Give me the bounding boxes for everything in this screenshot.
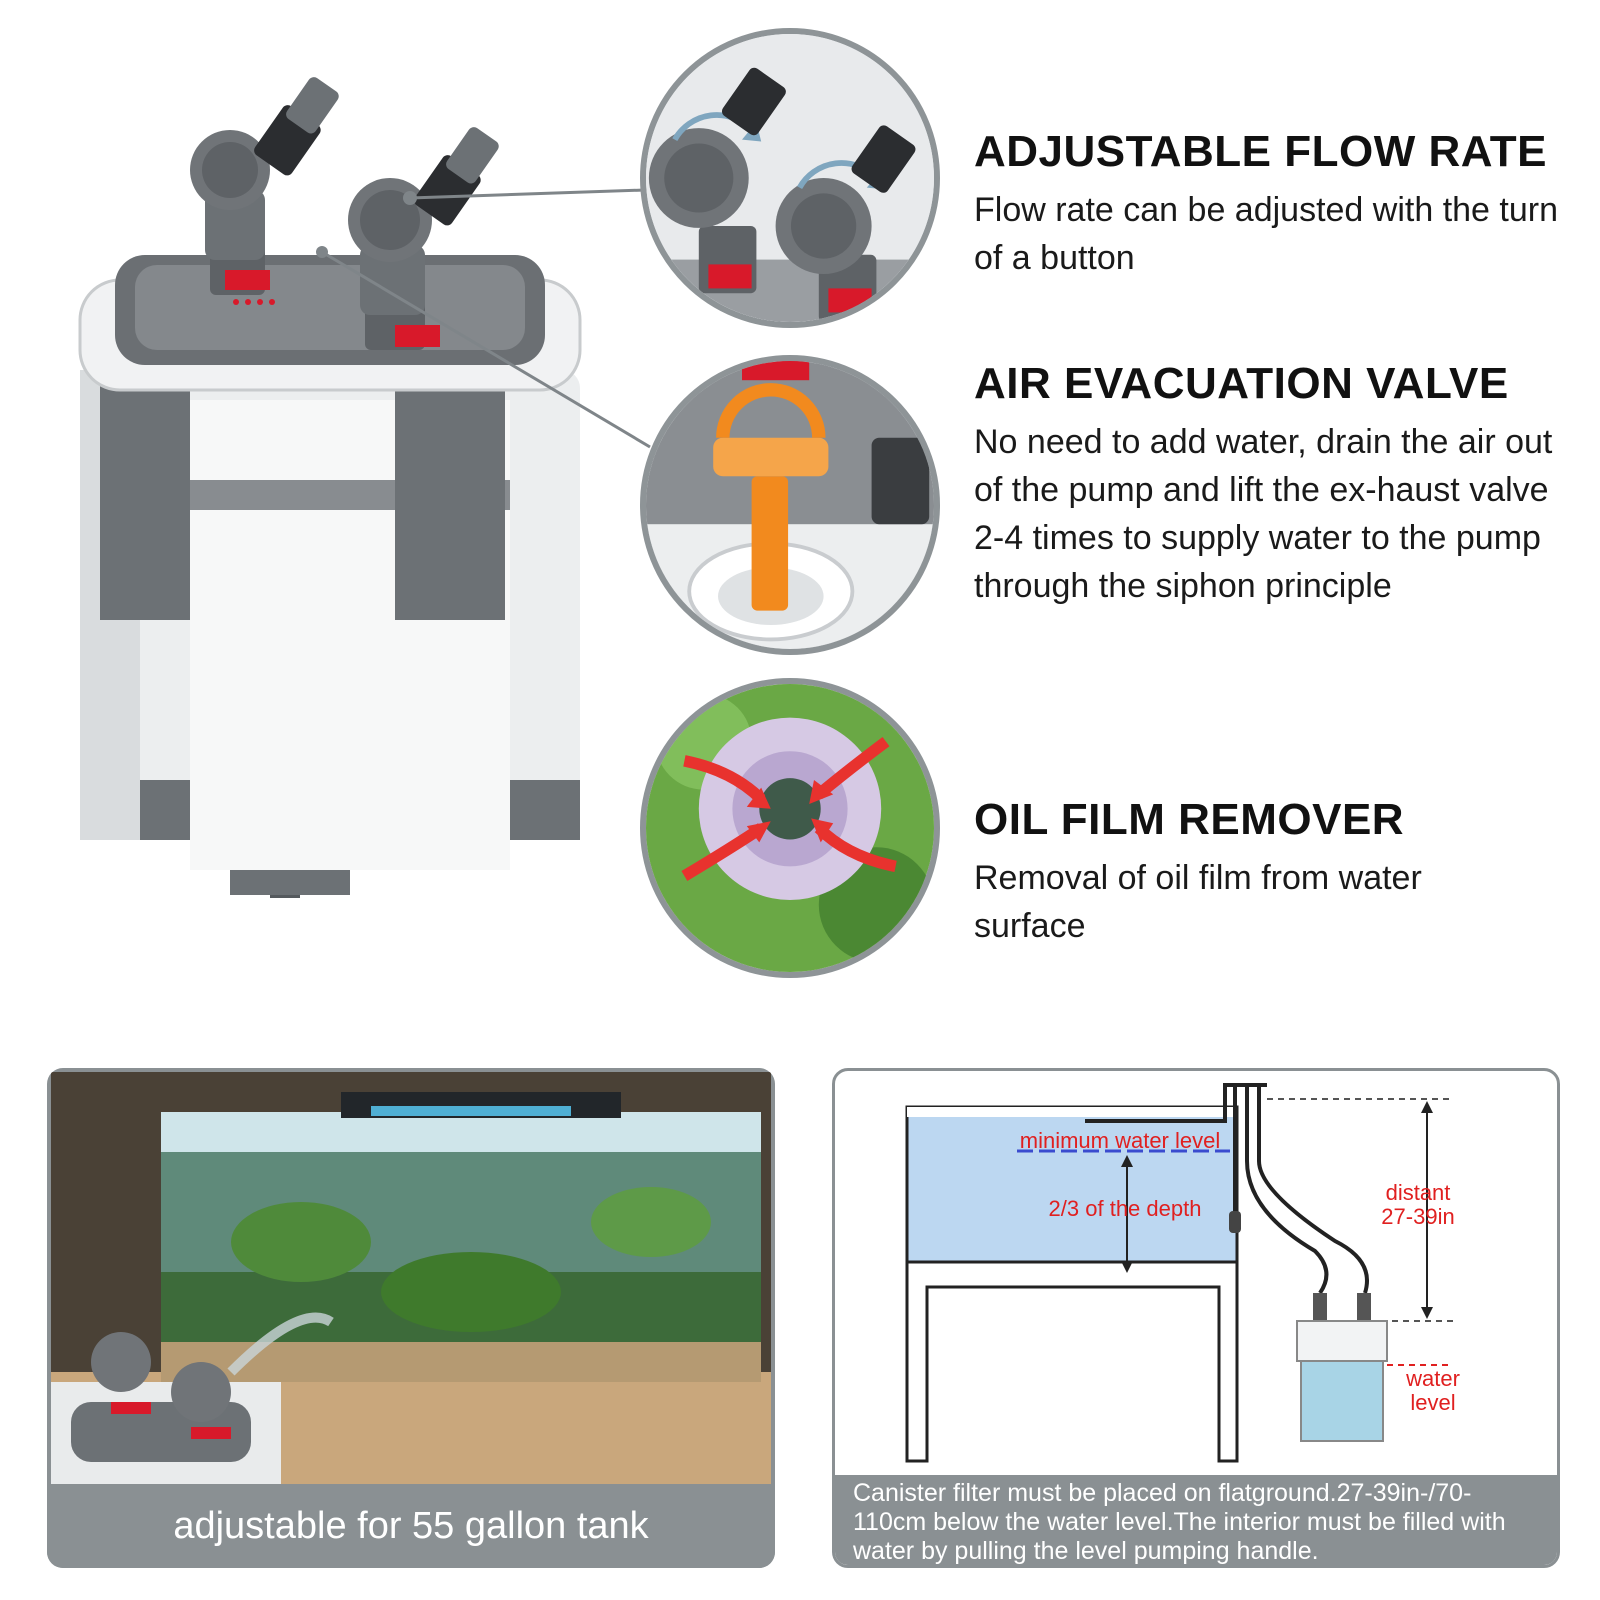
air-valve-closeup bbox=[640, 355, 940, 655]
min-water-label: minimum water level bbox=[1019, 1128, 1221, 1153]
feature-title: AIR EVACUATION VALVE bbox=[974, 359, 1509, 408]
diagram-caption: Canister filter must be placed on flatgr… bbox=[835, 1475, 1557, 1565]
tank-photo-panel: adjustable for 55 gallon tank bbox=[47, 1068, 775, 1568]
distance-label-line1: distant bbox=[1385, 1180, 1451, 1205]
feature-air-valve: AIR EVACUATION VALVE No need to add wate… bbox=[974, 359, 1584, 610]
canister-filter-image bbox=[78, 77, 582, 898]
feature-oil-film: OIL FILM REMOVER Removal of oil film fro… bbox=[974, 795, 1584, 950]
oil-film-icon bbox=[646, 684, 934, 972]
water-level-line1: water bbox=[1406, 1366, 1460, 1391]
water-level-line2: level bbox=[1410, 1390, 1456, 1415]
water-level-label: water level bbox=[1383, 1367, 1483, 1415]
installation-diagram bbox=[905, 1083, 1453, 1463]
distance-label-line2: 27-39in bbox=[1381, 1204, 1455, 1229]
distance-label: distant 27-39in bbox=[1363, 1181, 1473, 1229]
flow-rate-closeup bbox=[640, 28, 940, 328]
feature-title: OIL FILM REMOVER bbox=[974, 795, 1405, 844]
oil-film-closeup bbox=[640, 678, 940, 978]
depth-label: 2/3 of the depth bbox=[1048, 1196, 1202, 1221]
feature-description: Removal of oil film from water surface bbox=[974, 859, 1422, 946]
feature-title: ADJUSTABLE FLOW RATE bbox=[974, 127, 1547, 176]
tank-caption: adjustable for 55 gallon tank bbox=[47, 1484, 775, 1568]
air-valve-icon bbox=[646, 361, 934, 649]
flow-valve-icon bbox=[646, 34, 934, 322]
aquarium-photo bbox=[51, 1072, 771, 1486]
feature-flow-rate: ADJUSTABLE FLOW RATE Flow rate can be ad… bbox=[974, 127, 1584, 282]
installation-diagram-panel: minimum water level 2/3 of the depth dis… bbox=[832, 1068, 1560, 1568]
feature-description: No need to add water, drain the air out … bbox=[974, 423, 1553, 606]
feature-description: Flow rate can be adjusted with the turn … bbox=[974, 191, 1558, 278]
